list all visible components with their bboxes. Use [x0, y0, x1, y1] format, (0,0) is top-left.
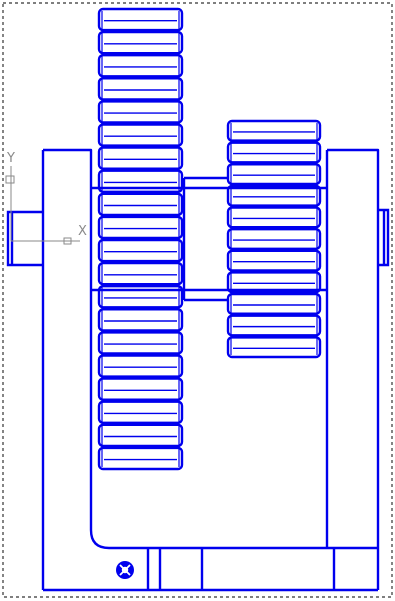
gear-tooth — [226, 184, 322, 207]
housing-left-wall[interactable] — [43, 148, 378, 550]
gear-tooth — [97, 7, 184, 32]
gear-tooth — [97, 285, 184, 309]
gear-tooth — [226, 336, 322, 359]
gear-tooth — [97, 146, 184, 170]
drive-shaft[interactable] — [91, 176, 327, 302]
gear-housing[interactable] — [41, 148, 380, 592]
right-shaft-stub[interactable] — [378, 208, 390, 267]
gear-tooth — [97, 123, 184, 147]
small-gear[interactable] — [226, 119, 322, 359]
left-shaft-stub[interactable] — [6, 210, 43, 267]
y-axis-label: Y — [6, 151, 15, 166]
gear-tooth — [226, 314, 322, 337]
gear-tooth — [226, 141, 322, 164]
gear-tooth — [97, 100, 184, 124]
gear-tooth — [226, 292, 322, 315]
gear-tooth — [226, 119, 322, 142]
axis-end-marker — [63, 237, 72, 245]
housing-right-wall[interactable] — [327, 148, 380, 590]
gear-tooth — [226, 271, 322, 294]
gear-tooth — [97, 54, 184, 78]
gear-tooth — [97, 169, 184, 193]
gear-tooth — [97, 215, 184, 240]
gear-tooth — [97, 400, 184, 425]
gear-tooth — [97, 308, 184, 332]
x-axis-label: X — [78, 224, 87, 239]
gear-tooth — [97, 423, 184, 448]
part-number-badge-icon[interactable] — [116, 561, 134, 579]
gear-tooth — [226, 206, 322, 229]
gear-tooth — [226, 163, 322, 186]
gear-tooth — [97, 77, 184, 101]
gear-tooth — [97, 261, 184, 286]
gear-tooth — [97, 377, 184, 401]
gear-tooth — [97, 354, 184, 378]
gear-tooth — [97, 331, 184, 355]
gear-tooth — [97, 30, 184, 55]
axis-origin-marker — [5, 175, 15, 184]
coordinate-triad-icon: Y X — [5, 151, 87, 245]
gear-tooth — [226, 227, 322, 251]
gear-tooth — [97, 192, 184, 217]
gear-tooth — [97, 238, 184, 263]
gear-tooth — [97, 446, 184, 471]
large-gear[interactable] — [97, 7, 184, 471]
gear-tooth — [226, 249, 322, 272]
